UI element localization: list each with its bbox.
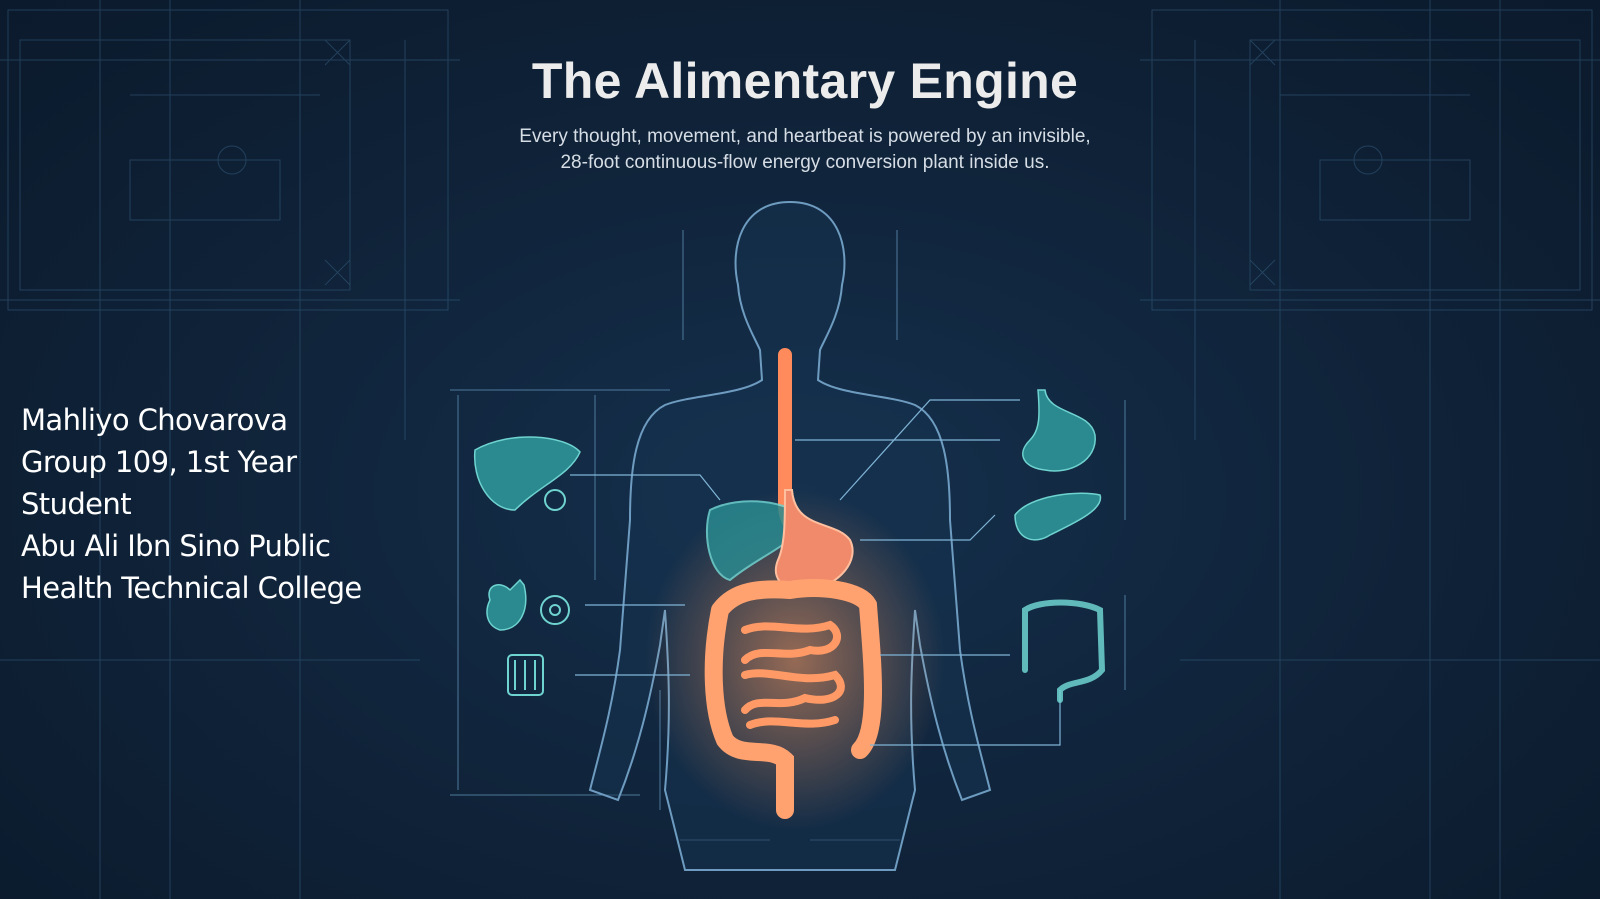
liver-organ	[706, 500, 807, 582]
large-intestine-icon	[1022, 599, 1106, 703]
large-intestine-organ	[704, 579, 882, 819]
gallbladder-icon	[486, 578, 527, 631]
blueprint-grid-left	[0, 0, 460, 899]
gear-icon	[540, 489, 570, 625]
author-info: Mahliyo Chovarova Group 109, 1st Year St…	[21, 399, 421, 609]
author-name: Mahliyo Chovarova	[21, 403, 288, 437]
slide-subtitle: Every thought, movement, and heartbeat i…	[460, 124, 1150, 176]
digestive-system-diagram	[450, 200, 1126, 871]
author-college: Health Technical College	[21, 571, 362, 605]
small-intestine-organ	[741, 620, 845, 729]
blueprint-grid-right	[1140, 0, 1600, 899]
author-college: Abu Ali Ibn Sino Public	[21, 529, 331, 563]
author-group: Group 109, 1st Year	[21, 445, 297, 479]
subtitle-line: Every thought, movement, and heartbeat i…	[519, 126, 1091, 147]
author-status: Student	[21, 487, 132, 521]
slide-title: The Alimentary Engine	[531, 53, 1079, 109]
stomach-icon	[1022, 389, 1096, 472]
liver-icon	[473, 436, 581, 511]
filter-icon	[507, 654, 544, 696]
subtitle-line: 28-foot continuous-flow energy conversio…	[560, 152, 1050, 173]
pancreas-icon	[1014, 492, 1102, 541]
leader-lines	[570, 399, 1061, 746]
